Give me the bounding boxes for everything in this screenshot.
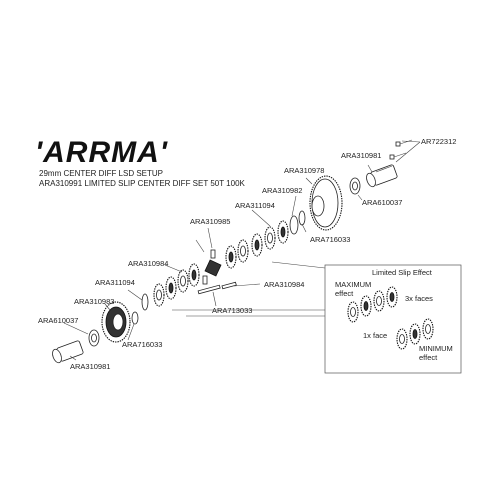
spur-gear-ara310978: [309, 175, 343, 231]
o-ring-ara716033-top: [298, 210, 306, 226]
label-ara311094-top: ARA311094: [235, 201, 275, 210]
clutch-stack-lower: [141, 263, 200, 311]
label-ara716033-left: ARA716033: [122, 340, 162, 349]
label-ara310985: ARA310985: [190, 217, 230, 226]
inset-max-stack: [347, 286, 398, 323]
cross-pin-ara713033: [197, 281, 237, 295]
header-line-1: 29mm CENTER DIFF LSD SETUP: [39, 169, 163, 178]
label-ara610037-left: ARA610037: [38, 316, 78, 325]
arrma-logo: 'ARRMA': [35, 136, 168, 169]
limited-slip-inset: Limited Slip Effect MAXIMUM effect 3x fa…: [324, 264, 462, 374]
outdrive-ara310981-top: [366, 164, 398, 188]
label-ar722312: AR722312: [421, 137, 456, 146]
clutch-stack-upper: [225, 220, 289, 269]
header-line-2: ARA310991 LIMITED SLIP CENTER DIFF SET 5…: [39, 179, 246, 188]
inset-maximum-effect-label: effect: [335, 289, 354, 298]
diff-housing-ara310983: [101, 301, 131, 343]
case-ara310982: [289, 215, 299, 235]
inset-minimum-label: MINIMUM: [419, 344, 453, 353]
inset-maximum-label: MAXIMUM: [335, 280, 371, 289]
bearing-ara610037-top: [349, 177, 361, 195]
label-ara310984-right: ARA310984: [264, 280, 304, 289]
label-ara713033: ARA713033: [212, 306, 252, 315]
label-ara310983: ARA310983: [74, 297, 114, 306]
label-ara716033-top: ARA716033: [310, 235, 350, 244]
spider-gears-ara310985: [195, 239, 222, 285]
label-ara610037-top: ARA610037: [362, 198, 402, 207]
label-ara311094-left: ARA311094: [95, 278, 135, 287]
outdrive-ara310981-bottom: [52, 340, 84, 364]
label-ara310981-bottom: ARA310981: [70, 362, 110, 371]
label-ara310978: ARA310978: [284, 166, 324, 175]
inset-title: Limited Slip Effect: [372, 268, 433, 277]
inset-minimum-effect-label: effect: [419, 353, 438, 362]
label-ara310982: ARA310982: [262, 186, 302, 195]
screw-ar722312-lower: [389, 152, 407, 160]
label-ara310984-left: ARA310984: [128, 259, 168, 268]
screw-ar722312-upper: [395, 139, 413, 147]
inset-min-stack: [396, 318, 434, 350]
inset-three-faces-label: 3x faces: [405, 294, 433, 303]
bearing-ara610037-left: [88, 329, 100, 347]
o-ring-ara716033-left: [131, 311, 139, 325]
inset-one-face-label: 1x face: [363, 331, 387, 340]
label-ara310981-top: ARA310981: [341, 151, 381, 160]
